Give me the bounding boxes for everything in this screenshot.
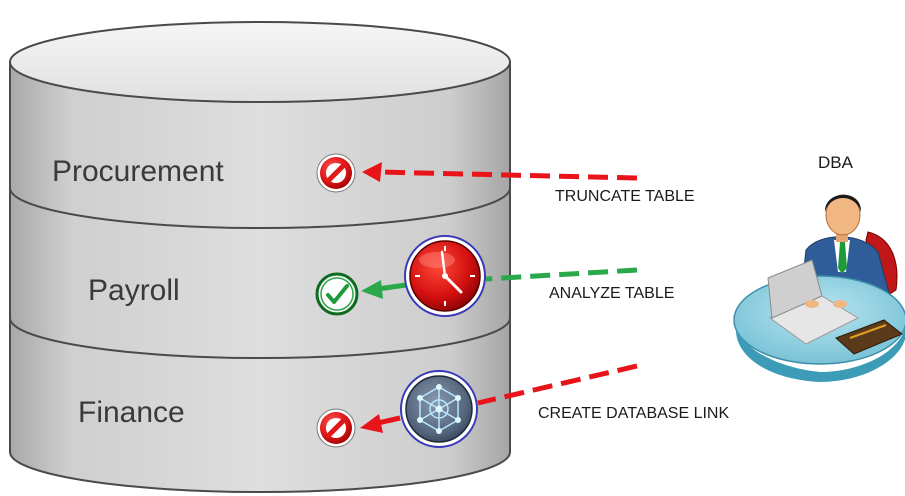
command-label-create-database-link: CREATE DATABASE LINK bbox=[538, 405, 729, 422]
network-icon bbox=[400, 370, 478, 448]
arrow-truncate bbox=[362, 162, 638, 182]
prohibited-icon bbox=[316, 408, 356, 448]
cylinder-body bbox=[9, 61, 511, 493]
command-label-analyze-table: ANALYZE TABLE bbox=[549, 285, 674, 302]
actor-label-dba: DBA bbox=[818, 153, 854, 172]
cylinder-top bbox=[9, 21, 511, 103]
layer-label-payroll: Payroll bbox=[88, 274, 180, 307]
command-label-truncate-table: TRUNCATE TABLE bbox=[555, 188, 695, 205]
database-cylinder bbox=[9, 21, 511, 493]
layer-label-procurement: Procurement bbox=[52, 155, 224, 188]
arrow-analyze bbox=[361, 267, 638, 299]
layer-label-finance: Finance bbox=[78, 396, 185, 429]
check-icon bbox=[315, 272, 359, 316]
clock-icon bbox=[404, 235, 486, 317]
dba-at-desk-icon bbox=[733, 194, 905, 382]
prohibited-icon bbox=[316, 153, 356, 193]
layer-divider bbox=[9, 317, 511, 359]
arrow-create-link bbox=[360, 363, 638, 433]
layer-divider bbox=[9, 187, 511, 229]
